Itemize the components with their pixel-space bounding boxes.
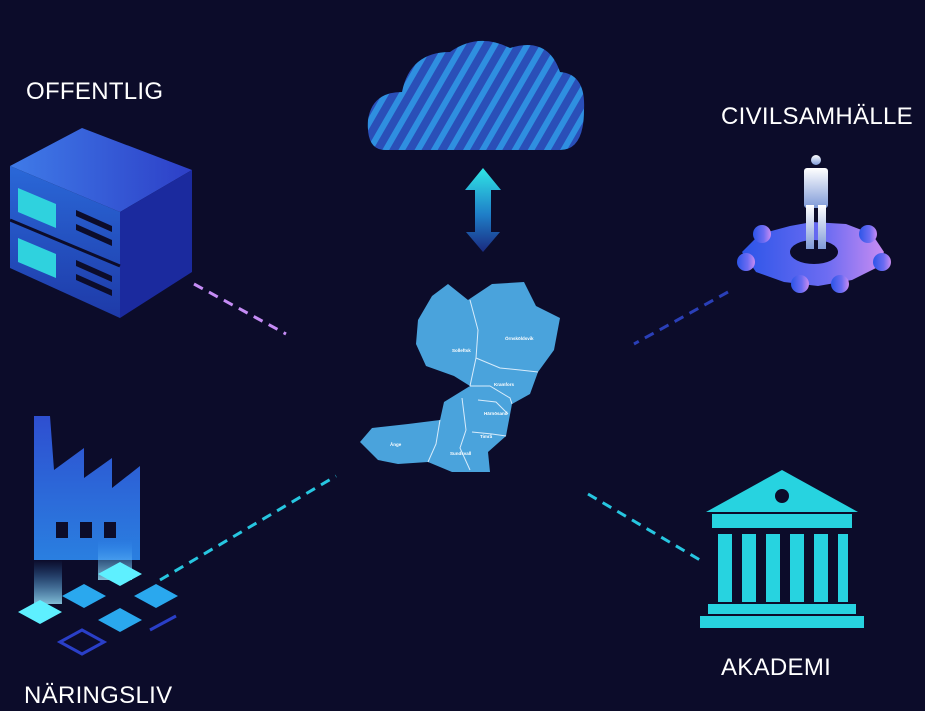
map-label-solleftea: Solleftsk [452, 348, 471, 353]
connector-offentlig [193, 282, 287, 336]
label-akademi: AKADEMI [721, 654, 832, 681]
person-on-gear-icon [737, 155, 891, 293]
cloud-icon [367, 40, 585, 151]
connector-naringsliv [159, 474, 337, 582]
up-down-arrow-icon [465, 168, 501, 252]
region-map-icon: Solleftsk Örnsköldsvik Kramfors Härnösan… [360, 282, 560, 472]
map-label-harnosand: Härnösand [484, 411, 508, 416]
connector-akademi [587, 492, 701, 562]
label-civilsamhalle: CIVILSAMHÄLLE [721, 103, 913, 130]
university-building-icon [700, 470, 864, 628]
server-icon [9, 128, 192, 318]
label-naringsliv: NÄRINGSLIV [24, 682, 173, 709]
map-label-sundsvall: Sundsvall [450, 451, 471, 456]
map-label-kramfors: Kramfors [494, 382, 515, 387]
connector-civilsamhalle [633, 290, 729, 346]
map-label-ornskoldsvik: Örnsköldsvik [505, 335, 534, 341]
map-label-timra: Timrå [480, 433, 493, 439]
factory-icon [18, 416, 178, 656]
map-label-ange: Ånge [390, 441, 402, 447]
label-offentlig: OFFENTLIG [26, 78, 164, 105]
